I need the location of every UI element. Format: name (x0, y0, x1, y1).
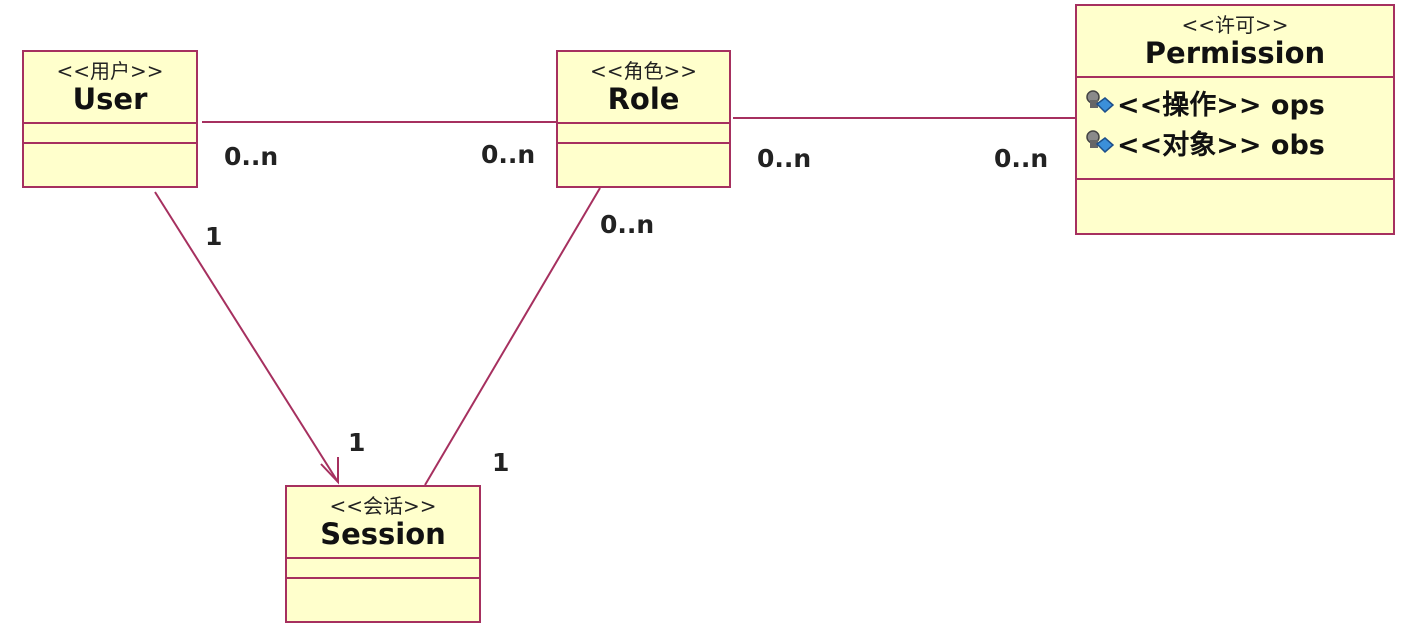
multiplicity-user-session-user-end: 1 (205, 222, 223, 251)
class-permission[interactable]: <<许可>> Permission <<操作>> ops <<对象>> obs (1075, 4, 1395, 235)
class-session[interactable]: <<会话>> Session (285, 485, 481, 623)
attributes-compartment (24, 122, 196, 142)
attributes-compartment: <<操作>> ops <<对象>> obs (1077, 76, 1393, 178)
role-session-association[interactable] (424, 187, 601, 486)
class-name: User (72, 82, 148, 116)
attributes-compartment (287, 557, 479, 577)
attributes-compartment (558, 122, 729, 142)
attribute-label: <<操作>> ops (1117, 89, 1325, 121)
multiplicity-user-session-session-end: 1 (348, 428, 366, 457)
class-stereotype: <<会话>> (329, 494, 437, 518)
attribute-obs[interactable]: <<对象>> obs (1083, 122, 1393, 162)
class-stereotype: <<角色>> (589, 59, 698, 83)
class-header: <<许可>> Permission (1077, 6, 1393, 76)
key-attribute-icon (1086, 130, 1115, 154)
class-header: <<角色>> Role (558, 52, 729, 122)
class-name: Role (607, 82, 680, 116)
multiplicity-user-role-role-end: 0..n (481, 140, 536, 169)
class-stereotype: <<用户>> (56, 59, 164, 83)
multiplicity-user-role-user-end: 0..n (224, 142, 279, 171)
multiplicity-role-permission-role-end: 0..n (757, 144, 812, 173)
user-session-association[interactable] (154, 191, 339, 483)
attribute-label: <<对象>> obs (1117, 129, 1325, 161)
operations-compartment (1077, 178, 1393, 233)
class-header: <<用户>> User (24, 52, 196, 122)
multiplicity-role-session-session-end: 1 (492, 448, 510, 477)
class-name: Session (320, 517, 446, 551)
key-attribute-icon (1086, 90, 1115, 114)
class-user[interactable]: <<用户>> User (22, 50, 198, 188)
multiplicity-role-permission-permission-end: 0..n (994, 144, 1049, 173)
navigation-arrowhead (320, 457, 339, 485)
multiplicity-role-session-role-end: 0..n (600, 210, 655, 239)
class-role[interactable]: <<角色>> Role (556, 50, 731, 188)
class-name: Permission (1144, 36, 1326, 70)
operations-compartment (287, 577, 479, 621)
class-header: <<会话>> Session (287, 487, 479, 557)
operations-compartment (558, 142, 729, 186)
attribute-ops[interactable]: <<操作>> ops (1083, 82, 1393, 122)
operations-compartment (24, 142, 196, 186)
class-stereotype: <<许可>> (1181, 13, 1289, 37)
